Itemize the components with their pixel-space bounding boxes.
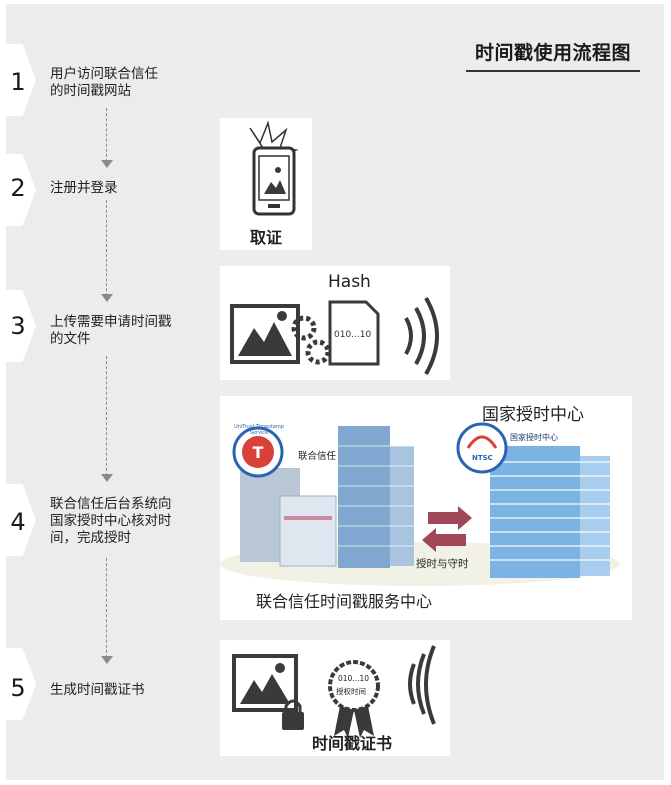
seal-text-line1: 010...10	[338, 674, 370, 683]
connector-2-3	[106, 200, 107, 296]
picture-sun	[277, 311, 287, 321]
lock-icon-body	[282, 712, 304, 730]
signal-wave-3	[424, 296, 439, 376]
ntsc-logo	[456, 422, 508, 474]
step-4-text: 联合信任后台系统向 国家授时中心核对时 间，完成授时	[50, 496, 172, 547]
right-tower-grid	[490, 461, 610, 561]
hash-graphics	[230, 296, 439, 376]
left-building-stripe	[284, 516, 332, 520]
certificate-label: 时间戳证书	[312, 734, 393, 753]
service-center-graphics: T	[220, 422, 620, 586]
ntsc-logo-text: NTSC	[472, 454, 493, 462]
cert-signal-wave-3	[424, 645, 436, 725]
step-5-text: 生成时间戳证书	[50, 682, 145, 699]
step-1-label: 用户访问联合信任 的时间戳网站	[50, 66, 158, 99]
signal-wave-2	[414, 307, 426, 365]
right-building-sign: 国家授时中心	[510, 433, 558, 442]
arrow-left-icon	[422, 528, 466, 552]
service-center-card: T 国家授时中心 联合信任 国家授时中心 NTSC UniTrust Times…	[220, 396, 632, 620]
unitrust-logo-text: UniTrust Timestamp Service	[234, 424, 284, 436]
cert-signal-wave-2	[416, 653, 426, 715]
step-4-number: 4	[10, 508, 26, 536]
connector-1-2-arrowhead	[101, 160, 113, 168]
right-tower-side	[580, 456, 610, 576]
certificate-card: 010...10 授权时间 时间戳证书	[220, 640, 450, 756]
certificate-picture-mountains	[240, 674, 290, 704]
step-2-text: 注册并登录	[50, 180, 118, 197]
evidence-label: 取证	[250, 228, 283, 247]
photo-sun	[275, 167, 281, 173]
lock-icon-shackle	[284, 699, 302, 712]
title-box: 时间戳使用流程图	[466, 36, 640, 72]
connector-4-5-arrowhead	[101, 656, 113, 664]
seal-ribbon-left	[334, 706, 354, 738]
evidence-card: 取证	[220, 118, 312, 250]
left-building-low	[279, 495, 337, 567]
step-3-label: 上传需要申请时间戳 的文件	[50, 314, 172, 347]
cert-signal-wave-1	[408, 663, 416, 705]
unitrust-logo-center	[242, 436, 274, 468]
left-tower	[338, 426, 390, 568]
phone-flash-icon	[249, 120, 299, 216]
step-3-text: 上传需要申请时间戳 的文件	[50, 314, 172, 348]
ntsc-logo-arc	[466, 435, 498, 449]
page-title: 时间戳使用流程图	[474, 42, 631, 64]
right-tower	[490, 446, 580, 578]
photo-mountain	[264, 180, 286, 194]
signal-wave-1	[404, 317, 413, 355]
certificate-picture-sun	[275, 663, 285, 673]
phone-button	[268, 204, 280, 208]
seal-ribbon-right	[354, 706, 374, 738]
picture-mountains	[238, 322, 292, 356]
connector-2-3-arrowhead	[101, 294, 113, 302]
gear-icon-bottom	[305, 339, 331, 365]
connector-1-2	[106, 108, 107, 162]
gear-icon-top	[291, 315, 317, 341]
step-5-label: 生成时间戳证书	[50, 682, 145, 698]
exchange-label: 授时与守时	[416, 558, 469, 570]
step-1-text: 用户访问联合信任 的时间戳网站	[50, 66, 158, 100]
unitrust-logo-letter: T	[253, 443, 264, 462]
step-3-number: 3	[10, 312, 26, 340]
step-2-label: 注册并登录	[50, 180, 118, 196]
center-label: 联合信任时间戳服务中心	[256, 592, 433, 611]
left-building-sign: 联合信任	[298, 451, 337, 462]
hash-card: Hash 010...10	[220, 266, 450, 380]
step-2-number: 2	[10, 174, 26, 202]
seal-text-line2: 授权时间	[336, 687, 366, 696]
certificate-graphics	[232, 645, 436, 738]
connector-3-4	[106, 356, 107, 476]
connector-4-5	[106, 558, 107, 658]
connector-3-4-arrowhead	[101, 474, 113, 482]
hash-doc-text: 010...10	[334, 330, 372, 340]
left-tower-grid	[338, 445, 414, 547]
document-icon	[328, 300, 380, 366]
step-1-number: 1	[10, 68, 26, 96]
step-5-number: 5	[10, 674, 26, 702]
arrow-right-icon	[428, 506, 472, 530]
step-4-label: 联合信任后台系统向 国家授时中心核对时 间，完成授时	[50, 496, 172, 546]
ntsc-label: 国家授时中心	[482, 405, 584, 425]
hash-label: Hash	[328, 272, 371, 292]
